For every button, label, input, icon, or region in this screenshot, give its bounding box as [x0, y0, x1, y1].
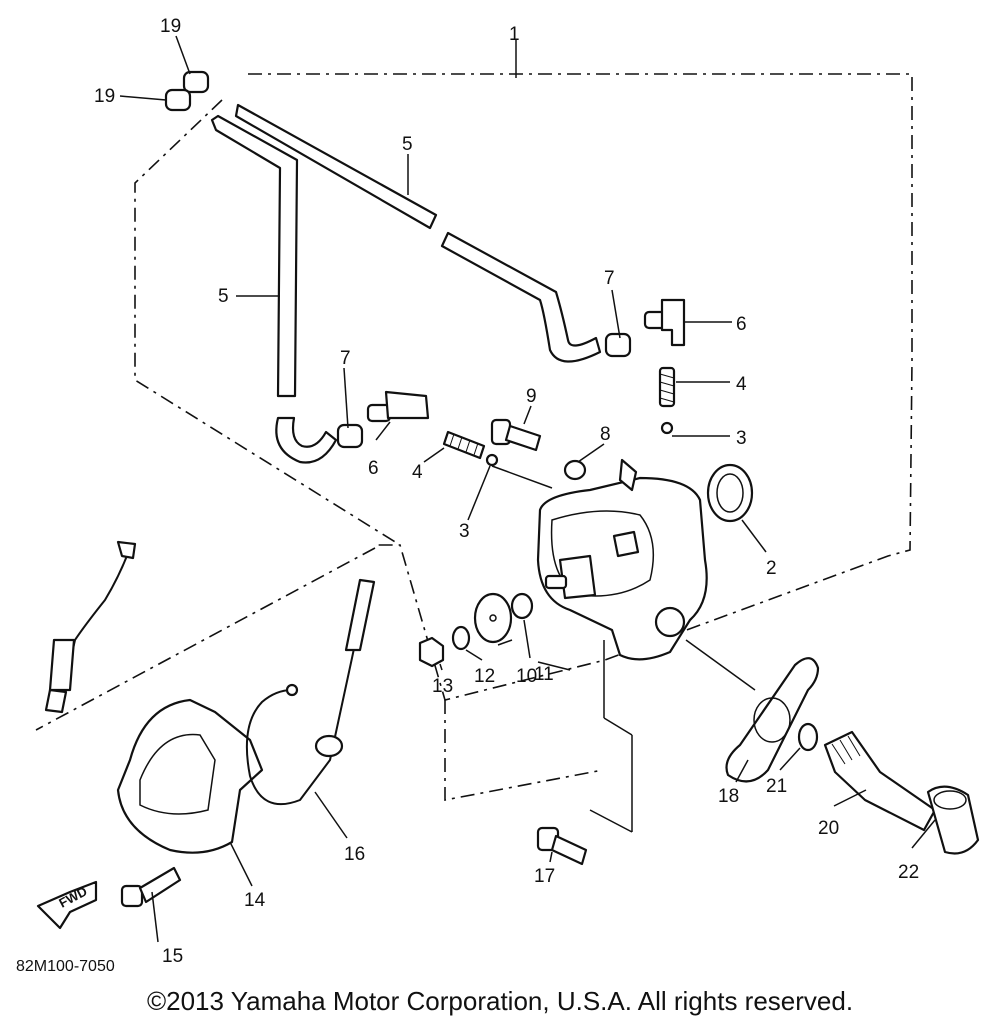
callout-4-right: 4: [736, 374, 747, 395]
callout-19-left: 19: [94, 86, 115, 107]
callout-6-left: 6: [368, 458, 379, 479]
callout-14: 14: [244, 890, 266, 911]
hose-clamp-7-left: [336, 423, 364, 449]
callout-12: 12: [474, 666, 495, 687]
callout-2: 2: [766, 558, 777, 579]
diagram-code: 82M100-7050: [16, 958, 115, 975]
callout-8: 8: [600, 424, 611, 445]
fuel-hose-upper: [234, 103, 602, 363]
hose-clamp-7-right: [604, 332, 632, 358]
callout-7-right: 7: [604, 268, 615, 289]
callout-1: 1: [509, 24, 520, 45]
nut-13: [418, 636, 445, 668]
washer-11: [510, 592, 534, 620]
callout-3-right: 3: [736, 428, 747, 449]
callout-22: 22: [898, 862, 919, 883]
washer-12: [451, 625, 471, 651]
fuel-hose-left: [210, 114, 338, 464]
leader-lines: [119, 35, 936, 943]
washer-21: [797, 722, 819, 752]
cable-leftover: [44, 540, 137, 714]
callout-13: 13: [432, 676, 453, 697]
pump-cover-14: [116, 698, 264, 854]
callout-11: 11: [534, 664, 554, 685]
callout-4-left: 4: [412, 462, 423, 483]
callout-10: 10: [516, 666, 537, 687]
callout-16: 16: [344, 844, 365, 865]
hose-clip-19b: [164, 88, 192, 112]
callout-15: 15: [162, 946, 183, 967]
assembly-boundary: [35, 73, 913, 801]
callout-17: 17: [534, 866, 555, 887]
callout-21: 21: [766, 776, 787, 797]
spring-4-right: [658, 366, 676, 408]
callout-5-left: 5: [218, 286, 229, 307]
bolt-9: [490, 418, 542, 452]
oil-cable-16: [245, 578, 376, 805]
coupling-cap-22: [926, 785, 980, 855]
callout-19-top: 19: [160, 16, 181, 37]
bolt-17: [536, 826, 588, 866]
elbow-fitting-6-left: [366, 390, 430, 423]
washer-8: [563, 459, 587, 481]
copyright-notice: ©2013 Yamaha Motor Corporation, U.S.A. A…: [146, 986, 854, 1016]
callout-5-top: 5: [402, 134, 413, 155]
hose-clip-19a: [182, 70, 210, 94]
spring-4-left: [442, 430, 486, 460]
callout-9: 9: [526, 386, 537, 407]
callout-7-left: 7: [340, 348, 351, 369]
plate-10: [473, 592, 513, 644]
oil-seal-2: [706, 463, 754, 523]
pump-body: [536, 458, 708, 661]
callout-3-left: 3: [459, 521, 470, 542]
gasket-18: [725, 657, 820, 783]
callout-labels: 1 2 3 3 4 4 5 5 6 6 7 7 8 9 10 11 12 13 …: [94, 16, 919, 967]
ball-3-right: [660, 421, 674, 435]
ball-3-left: [485, 453, 499, 467]
callout-18: 18: [718, 786, 739, 807]
elbow-fitting-6-right: [643, 298, 686, 347]
bolt-15: [120, 866, 182, 908]
callout-6-right: 6: [736, 314, 747, 335]
drive-shaft-20: [823, 730, 937, 832]
fwd-arrow-icon: FWD: [36, 880, 98, 930]
callout-20: 20: [818, 818, 839, 839]
